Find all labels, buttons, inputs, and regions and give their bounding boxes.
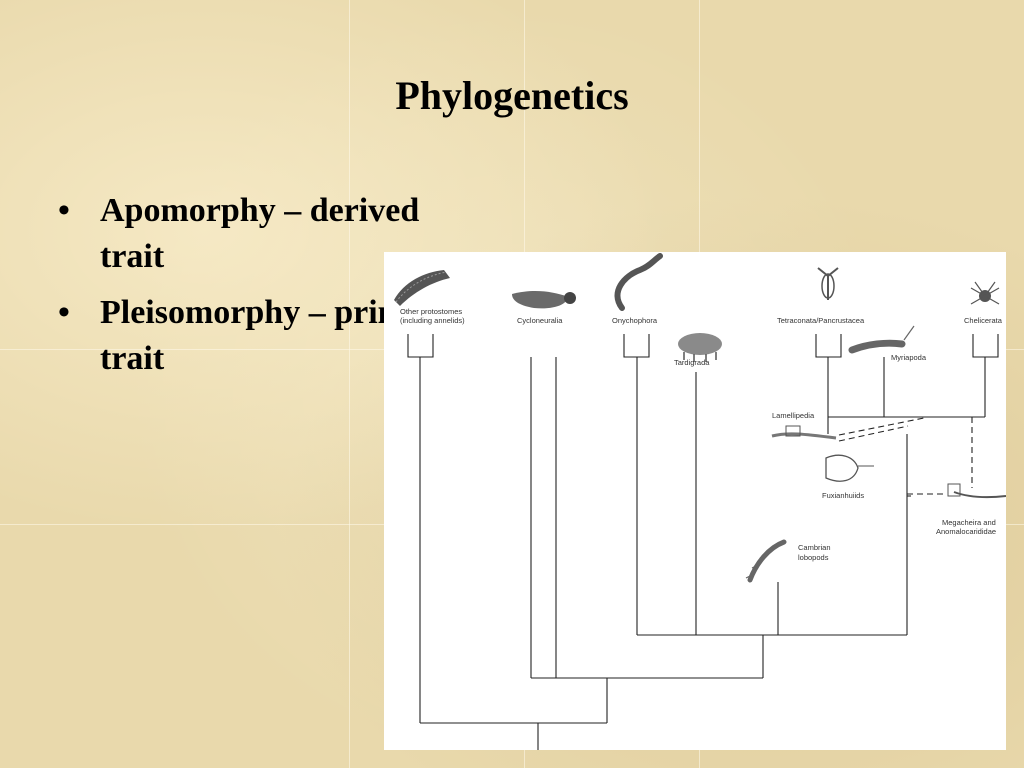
phylogeny-figure: Other protostomes (including annelids) C… [384, 252, 1006, 750]
label-cycloneuralia: Cycloneuralia [517, 316, 563, 325]
label-anomalocarididae: Anomalocarididae [936, 527, 996, 536]
bullet-text: Apomorphy – derived trait [100, 192, 420, 275]
millipede-illustration [848, 325, 915, 354]
lamellipedia-illustration [771, 425, 837, 440]
priapulid-illustration [512, 290, 576, 309]
label-fuxianhuiids: Fuxianhuiids [822, 491, 864, 500]
bullet-item-apomorphy: • Apomorphy – derived trait [58, 188, 488, 280]
label-myriapoda: Myriapoda [891, 353, 927, 362]
label-megacheira: Megacheira and [942, 518, 996, 527]
label-tetraconata: Tetraconata/Pancrustacea [777, 316, 865, 325]
megacheira-illustration [947, 483, 1006, 499]
slide-title: Phylogenetics [395, 73, 629, 118]
crayfish-illustration [817, 267, 839, 300]
tree-branches [407, 334, 999, 750]
label-lamellipedia: Lamellipedia [772, 411, 815, 420]
annelid-illustration [394, 270, 450, 306]
label-onychophora: Onychophora [612, 316, 658, 325]
bullet-marker: • [58, 192, 70, 229]
label-other-protostomes-sub: (including annelids) [400, 316, 465, 325]
label-other-protostomes: Other protostomes [400, 307, 462, 316]
label-lobopods: lobopods [798, 553, 829, 562]
fuxianhuiid-illustration [825, 454, 874, 482]
bullet-marker: • [58, 294, 70, 331]
dashed-branches [838, 417, 973, 495]
label-chelicerata: Chelicerata [964, 316, 1003, 325]
label-tardigrada: Tardigrada [674, 358, 710, 367]
tardigrade-illustration [678, 333, 722, 362]
cambrian-lobopod-illustration [745, 539, 787, 583]
label-cambrian: Cambrian [798, 543, 831, 552]
velvet-worm-illustration [614, 253, 663, 311]
background-tile-seam [349, 0, 350, 768]
spider-illustration [970, 281, 1000, 305]
phylogenetic-tree: Other protostomes (including annelids) C… [394, 253, 1006, 750]
